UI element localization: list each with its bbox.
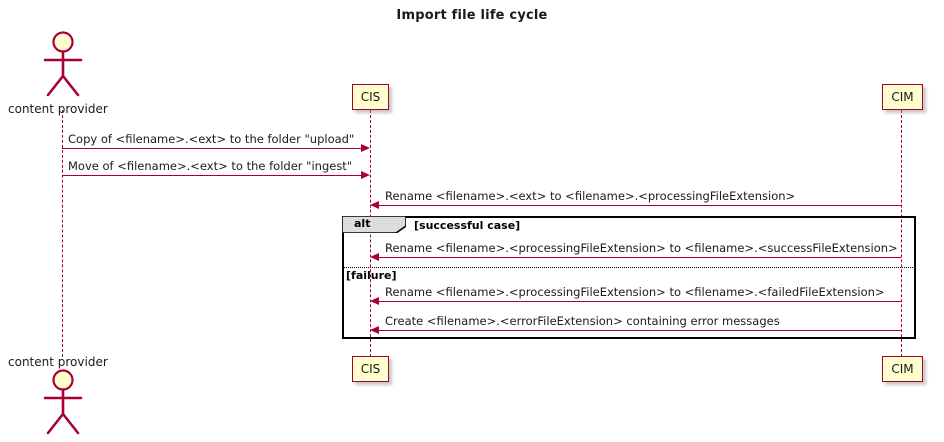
participant-box-cim-top[interactable]: CIM: [882, 84, 923, 110]
message-label-1: Copy of <filename>.<ext> to the folder "…: [68, 132, 355, 146]
actor-stick-figure-icon: [43, 31, 83, 97]
actor-top-label: content provider: [8, 102, 108, 116]
message-arrowhead-3: [370, 200, 379, 209]
message-line-6: [379, 330, 901, 331]
alt-operator-label: alt: [354, 217, 371, 230]
actor-bottom-figure: [32, 366, 94, 438]
message-arrowhead-5: [370, 296, 379, 305]
message-label-6: Create <filename>.<errorFileExtension> c…: [385, 314, 780, 328]
message-arrowhead-6: [370, 325, 379, 334]
alt-tab-shape-icon: [342, 216, 406, 233]
message-label-3: Rename <filename>.<ext> to <filename>.<p…: [385, 189, 796, 203]
participant-box-cis-bottom[interactable]: CIS: [352, 356, 389, 382]
message-label-2: Move of <filename>.<ext> to the folder "…: [68, 159, 353, 173]
alt-operand-divider: [343, 267, 915, 268]
actor-top-figure: [32, 28, 94, 100]
lifeline-actor: [62, 110, 63, 357]
message-arrowhead-1: [361, 143, 370, 152]
page-title: Import file life cycle: [396, 8, 548, 23]
message-label-4: Rename <filename>.<processingFileExtensi…: [385, 241, 898, 255]
message-arrowhead-2: [361, 170, 370, 179]
message-line-1: [62, 148, 366, 149]
message-line-5: [379, 301, 901, 302]
lifeline-cim: [901, 110, 902, 357]
alt-guard-failure: [failure]: [346, 269, 397, 282]
actor-stick-figure-icon: [43, 369, 83, 435]
message-label-5: Rename <filename>.<processingFileExtensi…: [385, 285, 885, 299]
alt-fragment-frame: [342, 216, 916, 339]
participant-box-cis-top[interactable]: CIS: [352, 84, 389, 110]
message-line-4: [379, 257, 901, 258]
message-arrowhead-4: [370, 252, 379, 261]
actor-bottom-label: content provider: [8, 355, 108, 369]
message-line-2: [62, 175, 366, 176]
alt-fragment-operator-tab: alt: [342, 216, 406, 233]
lifeline-cis: [370, 110, 371, 357]
message-line-3: [379, 205, 901, 206]
alt-guard-successful-case: [successful case]: [414, 219, 521, 232]
participant-box-cim-bottom[interactable]: CIM: [882, 356, 923, 382]
